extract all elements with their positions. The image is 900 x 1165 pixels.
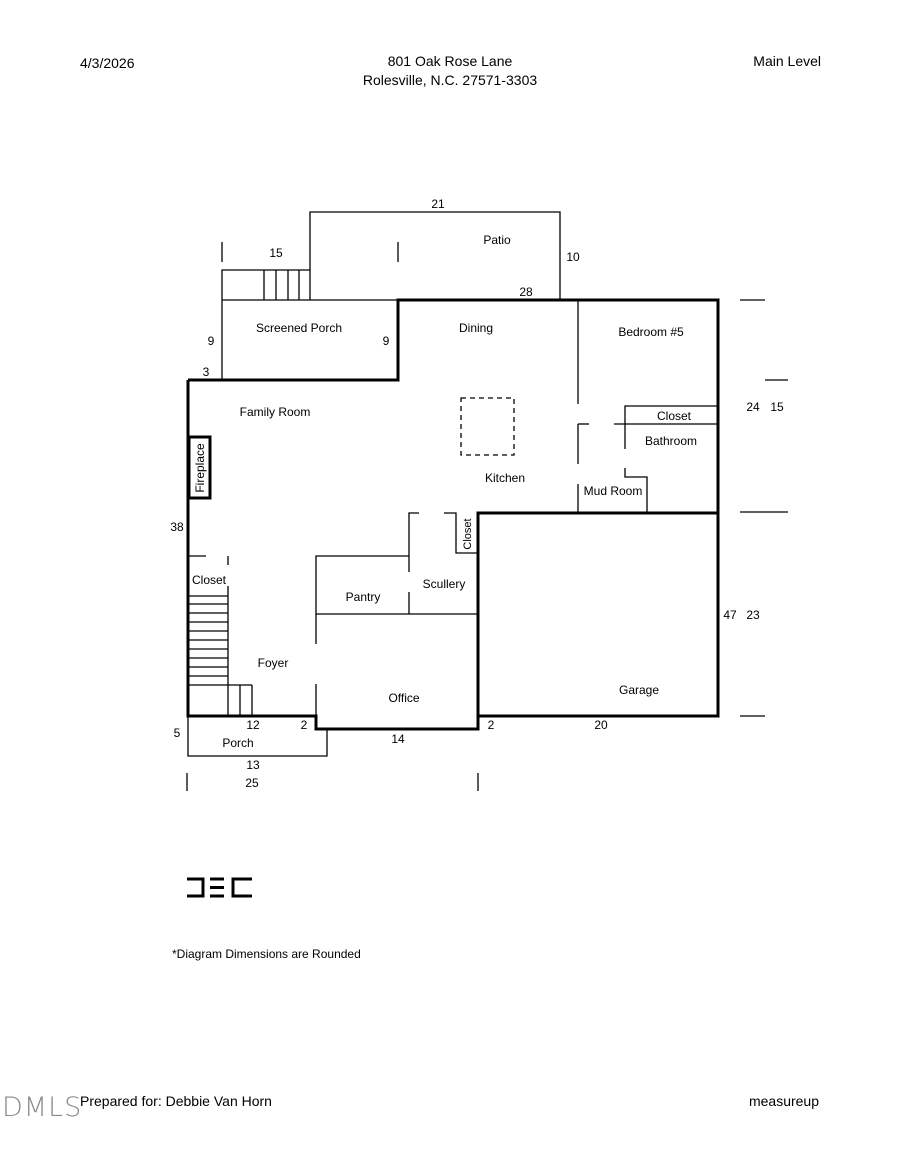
dim-patio-width: 21 (431, 197, 445, 211)
dim-patio-depth: 10 (566, 250, 580, 264)
garage-wall (476, 511, 718, 716)
foyer-closet-label: Closet (192, 573, 227, 587)
dim-office-14: 14 (391, 732, 405, 746)
kitchen-label: Kitchen (485, 471, 525, 485)
family-room-label: Family Room (240, 405, 311, 419)
address-line-1: 801 Oak Rose Lane (387, 53, 513, 69)
dim-garage-2: 2 (488, 718, 495, 732)
patio-outline (309, 211, 561, 300)
rear-stairs-outline (221, 269, 310, 300)
scullery-closet-wall (444, 512, 478, 554)
dmls-watermark: DMLS (2, 1092, 83, 1123)
prepared-for: Prepared for: Debbie Van Horn (80, 1093, 272, 1109)
exterior-walls (186, 298, 720, 731)
bathroom-wall (624, 468, 648, 512)
pantry-wall (315, 555, 478, 615)
dim-family-3: 3 (203, 365, 210, 379)
dim-porch-13: 13 (246, 758, 260, 772)
dim-total-25: 25 (245, 776, 259, 790)
bedroom-closet-wall (624, 405, 718, 424)
dim-foyer-2: 2 (301, 718, 308, 732)
dim-right-23: 23 (746, 608, 760, 622)
mud-room-label: Mud Room (584, 484, 643, 498)
dim-right-47: 47 (723, 608, 737, 622)
pantry-label: Pantry (346, 590, 381, 604)
fireplace (187, 435, 212, 500)
screened-porch-label: Screened Porch (256, 321, 342, 335)
scullery-closet-label: Closet (462, 518, 474, 549)
dim-dining: 28 (519, 285, 533, 299)
dim-right-24: 24 (746, 400, 760, 414)
thin-walls (186, 211, 788, 791)
dim-stairs: 15 (269, 246, 283, 260)
address-line-2: Rolesville, N.C. 27571-3303 (362, 72, 538, 88)
patio-label: Patio (483, 233, 511, 247)
foyer-label: Foyer (258, 656, 289, 670)
logo-mark-icon (187, 877, 252, 898)
dim-foyer-12: 12 (246, 718, 260, 732)
plan-date: 4/3/2026 (80, 55, 135, 71)
fireplace-label: Fireplace (193, 443, 207, 493)
bedroom-closet-label: Closet (657, 409, 692, 423)
dim-garage-20: 20 (594, 718, 608, 732)
bedroom-5-label: Bedroom #5 (618, 325, 684, 339)
brand-name: measureup (748, 1093, 819, 1109)
front-porch-outline (187, 716, 328, 757)
dimensions-note: *Diagram Dimensions are Rounded (172, 947, 361, 961)
dim-porch-5: 5 (174, 726, 181, 740)
dim-right-15: 15 (770, 400, 784, 414)
dim-left-38: 38 (170, 520, 184, 534)
kitchen-island (460, 397, 515, 456)
scullery-left-wall-top (408, 512, 419, 572)
property-address: 801 Oak Rose Lane Rolesville, N.C. 27571… (250, 52, 650, 90)
dim-screened-porch-left: 9 (208, 334, 215, 348)
dining-label: Dining (459, 321, 493, 335)
bathroom-label: Bathroom (645, 434, 697, 448)
floor-level: Main Level (753, 53, 821, 69)
porch-label: Porch (222, 736, 253, 750)
dim-screened-porch-right: 9 (383, 334, 390, 348)
office-label: Office (388, 691, 419, 705)
garage-label: Garage (619, 683, 659, 697)
scullery-label: Scullery (423, 577, 466, 591)
